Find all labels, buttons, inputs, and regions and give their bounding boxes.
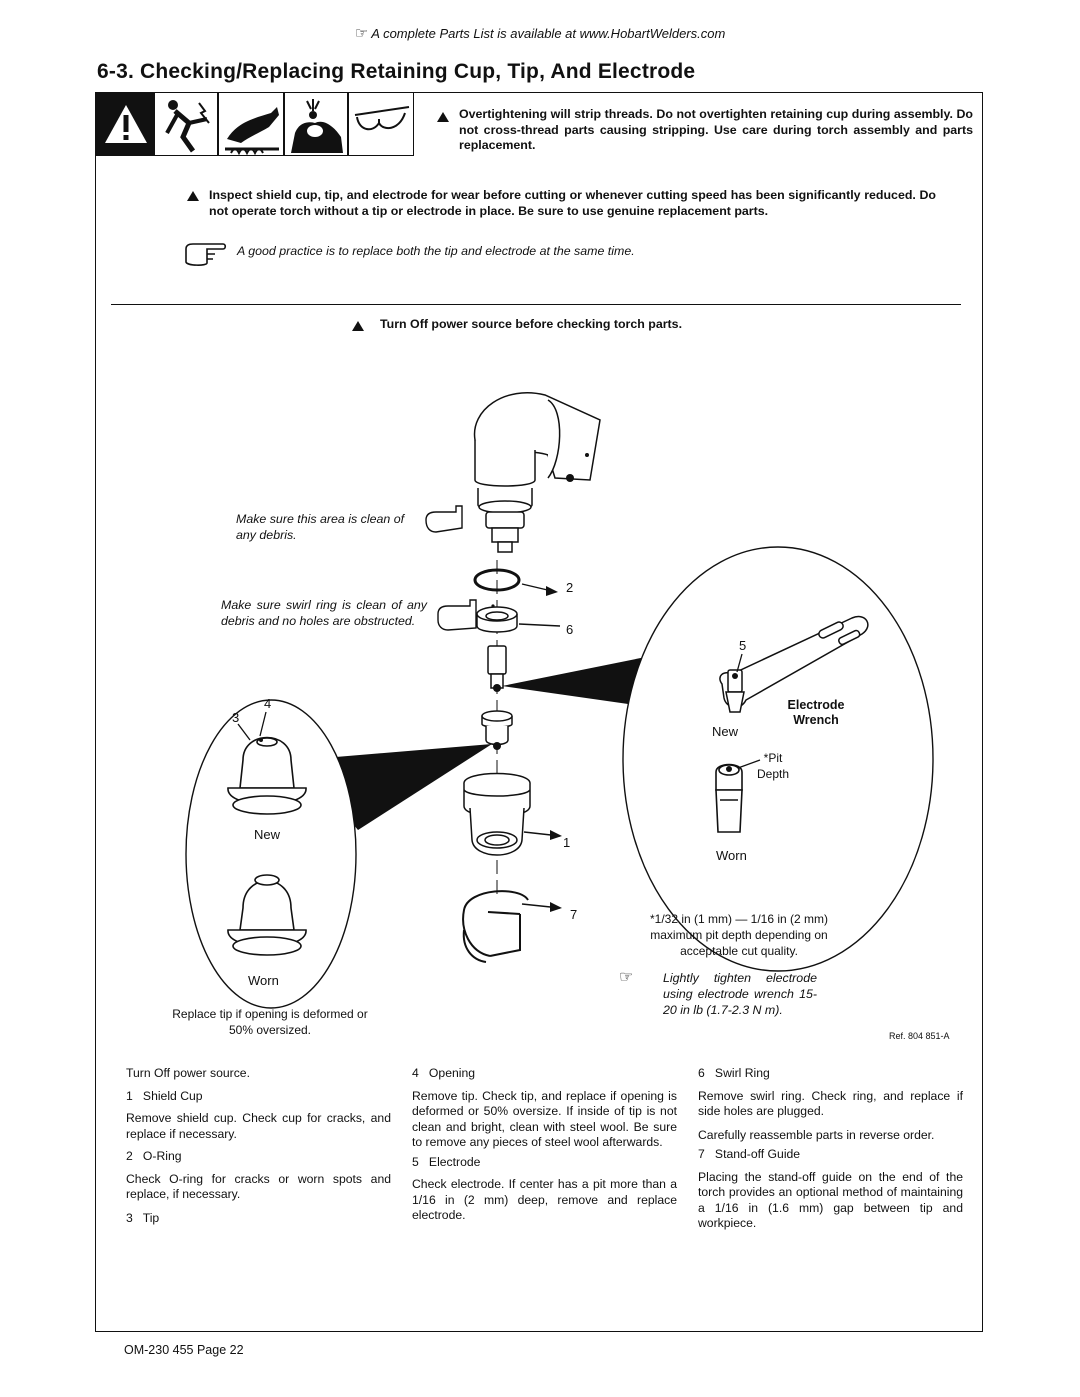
section-divider [111, 304, 961, 305]
warning-inspect: Inspect shield cup, tip, and electrode f… [209, 188, 936, 218]
step-6-heading: 6 Swirl Ring [698, 1066, 770, 1080]
tip-part [481, 710, 513, 746]
worn-tip-illustration [227, 874, 307, 956]
warning-turn-off: Turn Off power source before checking to… [380, 317, 683, 331]
electric-shock-icon [154, 92, 218, 156]
pit-depth-label: *Pit Depth [756, 751, 790, 781]
warning-overtighten: Overtightening will strip threads. Do no… [459, 107, 973, 152]
step-2-body: Check O-ring for cracks or worn spots an… [126, 1171, 391, 1202]
callout-7: 7 [570, 907, 577, 922]
tip-worn-label: Worn [248, 973, 279, 988]
new-tip-illustration [227, 736, 307, 815]
safety-glasses-icon [348, 92, 414, 156]
callout-2: 2 [566, 580, 573, 595]
step-7-heading: 7 Stand-off Guide [698, 1147, 801, 1161]
parts-list-note: ☞ A complete Parts List is available at … [354, 25, 726, 42]
standoff-guide-part [462, 890, 529, 963]
page-footer: OM-230 455 Page 22 [124, 1343, 244, 1357]
tip-replace-note: Replace tip if opening is deformed or 50… [172, 1007, 368, 1037]
callout-3: 3 [232, 710, 239, 725]
hand-pointer-icon [437, 599, 477, 631]
shield-cup-part [463, 772, 531, 856]
callout-6: 6 [566, 622, 573, 637]
o-ring-part [473, 568, 521, 592]
practice-note: A good practice is to replace both the t… [237, 244, 635, 258]
torch-head-illustration [473, 392, 601, 553]
hot-parts-icon [218, 92, 284, 156]
page-title: 6-3. Checking/Replacing Retaining Cup, T… [97, 60, 696, 83]
steps-column-2: 4 Opening Remove tip. Check tip, and rep… [412, 1066, 677, 1224]
callout-1: 1 [563, 835, 570, 850]
safety-icon-strip [96, 92, 414, 156]
callout-4: 4 [264, 696, 271, 711]
steps-column-3: 6 Swirl Ring Remove swirl ring. Check ri… [698, 1066, 963, 1232]
warning-triangle-icon [96, 92, 154, 156]
step-intro: Turn Off power source. [126, 1066, 250, 1080]
hand-note-icon [183, 241, 227, 272]
callout-5: 5 [739, 638, 746, 653]
step-1-body: Remove shield cup. Check cup for cracks,… [126, 1111, 391, 1141]
warning-bullet-icon [187, 191, 199, 201]
steps-column-1: Turn Off power source. 1 Shield Cup Remo… [126, 1066, 391, 1226]
step-4-body: Remove tip. Check tip, and replace if op… [412, 1088, 677, 1150]
hand-pointer-icon [425, 505, 463, 533]
torch-exploded-diagram: 2 6 1 7 3 4 New Worn 5 New Wor [185, 392, 934, 1009]
new-electrode-illustration [725, 669, 745, 713]
debris-note: Make sure this area is clean of any debr… [236, 512, 405, 542]
electrode-detail-oval [622, 546, 934, 972]
electrode-worn-label: Worn [716, 848, 747, 863]
tighten-note-icon: ☞ [619, 969, 634, 986]
electrode-new-label: New [712, 724, 739, 739]
swirl-ring-note: Make sure swirl ring is clean of any deb… [221, 598, 427, 628]
step-4-heading: 4 Opening [412, 1066, 476, 1080]
step-3-heading: 3 Tip [126, 1210, 160, 1225]
step-5-body: Check electrode. If center has a pit mor… [412, 1177, 677, 1222]
step-2-heading: 2 O-Ring [126, 1149, 182, 1163]
pit-depth-note: *1/32 in (1 mm) — 1/16 in (2 mm) maximum… [649, 912, 829, 958]
worn-electrode-illustration [715, 763, 743, 833]
warning-bullet-icon [437, 112, 449, 122]
figure-reference: Ref. 804 851-A [889, 1031, 950, 1041]
electrode-wrench-label: Electrode Wrench [787, 698, 845, 727]
step-5-heading: 5 Electrode [412, 1154, 481, 1169]
step-7-body: Placing the stand-off guide on the end o… [698, 1169, 963, 1231]
content-frame [95, 92, 983, 1332]
warning-bullet-icon [352, 321, 364, 331]
step-1-heading: 1 Shield Cup [126, 1088, 203, 1103]
step-6-body: Remove swirl ring. Check ring, and repla… [698, 1088, 963, 1119]
swirl-ring-part [476, 606, 518, 633]
tip-new-label: New [254, 827, 281, 842]
tighten-note: Lightly tighten electrode using electrod… [663, 971, 817, 1017]
electrode-part [487, 645, 507, 689]
pointing-hand-icon: ☞ [354, 25, 369, 42]
gloves-icon [284, 92, 348, 156]
reassemble-note: Carefully reassemble parts in reverse or… [698, 1127, 935, 1142]
